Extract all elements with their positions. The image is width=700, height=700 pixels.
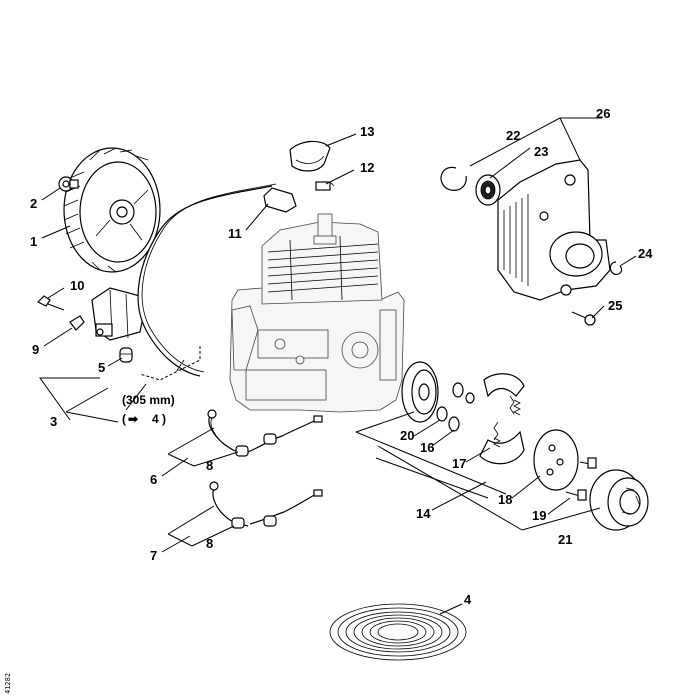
clutch-shoe-upper-part — [483, 373, 525, 415]
callout-12: 12 — [360, 160, 374, 175]
callout-10: 10 — [70, 278, 84, 293]
callout-8-upper: 8 — [206, 458, 213, 473]
callout-18: 18 — [498, 492, 512, 507]
cap-13-part — [289, 140, 331, 172]
screw-25-part — [571, 311, 596, 326]
flywheel-nut-part — [58, 176, 79, 192]
side-code: 41282 — [4, 673, 12, 694]
callout-23: 23 — [534, 144, 548, 159]
spring-17-part — [493, 399, 521, 448]
callout-22: 22 — [506, 128, 520, 143]
housing-26-part — [497, 159, 611, 301]
callout-21: 21 — [558, 532, 572, 547]
callout-1: 1 — [30, 234, 37, 249]
length-note: (305 mm) — [122, 393, 175, 407]
callout-8-lower: 8 — [206, 536, 213, 551]
circlip-22-part — [440, 166, 467, 191]
callout-19: 19 — [532, 508, 546, 523]
spring-4-part — [329, 603, 467, 661]
callout-14: 14 — [416, 506, 431, 521]
callout-3: 3 — [50, 414, 57, 429]
callout-13: 13 — [360, 124, 374, 139]
callout-4-note: 4 — [152, 412, 159, 426]
spring-12-part — [315, 181, 335, 191]
callout-5: 5 — [98, 360, 105, 375]
ignition-module-part — [91, 287, 145, 341]
flywheel-part — [63, 147, 161, 273]
callout-25: 25 — [608, 298, 622, 313]
washer-20-part — [436, 406, 448, 422]
callout-11: 11 — [228, 226, 242, 241]
engine-block — [229, 213, 405, 413]
clip-9-part — [69, 315, 85, 331]
clutch-drum-21-part — [589, 469, 649, 531]
bearing-23-part — [475, 174, 501, 206]
note-close-paren: ) — [162, 412, 166, 426]
clutch-carrier-part — [401, 361, 439, 423]
callout-9: 9 — [32, 342, 39, 357]
screw-10-part — [36, 295, 65, 311]
callout-7: 7 — [150, 548, 157, 563]
callout-17: 17 — [452, 456, 466, 471]
callout-labels: 1 2 3 5 6 7 8 8 9 10 11 12 13 14 16 17 1… — [4, 106, 653, 694]
leader-lines — [39, 117, 637, 615]
callout-2: 2 — [30, 196, 37, 211]
callout-4-spring: 4 — [464, 592, 472, 607]
screw-19-part — [565, 457, 597, 501]
callout-6: 6 — [150, 472, 157, 487]
note-arrow-icon: ➡ — [128, 412, 139, 426]
callout-16: 16 — [420, 440, 434, 455]
ignition-lead-part — [137, 183, 277, 381]
boot-5-part — [119, 347, 133, 363]
callout-20: 20 — [400, 428, 414, 443]
wire-6-part — [207, 409, 323, 457]
boot-11-part — [263, 187, 297, 213]
note-open-paren: ( — [122, 412, 126, 426]
washer-16-part — [448, 382, 475, 432]
callout-26: 26 — [596, 106, 610, 121]
ring-24-part — [609, 261, 623, 275]
callout-24: 24 — [638, 246, 653, 261]
plate-18-part — [533, 429, 579, 491]
wire-7-part — [209, 481, 323, 529]
clutch-shoe-lower-part — [479, 421, 525, 465]
